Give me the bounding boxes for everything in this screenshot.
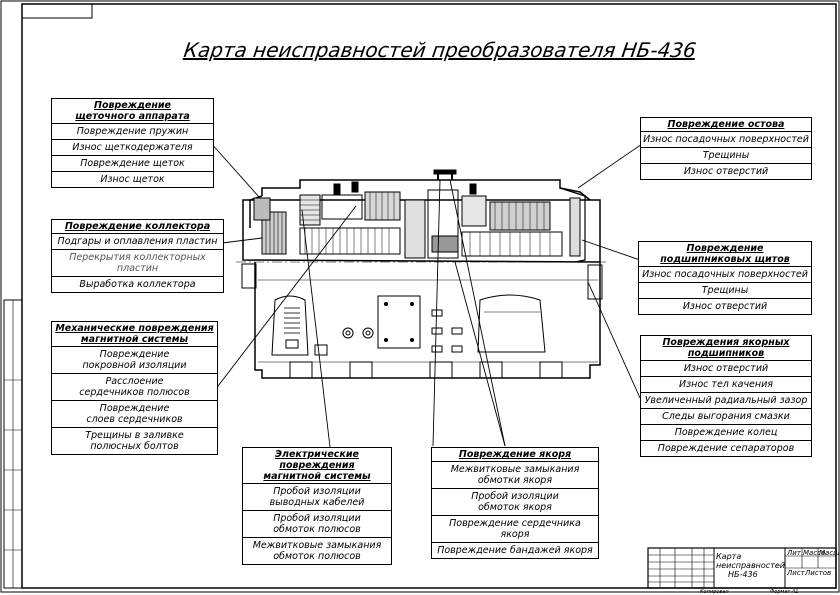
box-heading: Повреждение коллектора <box>52 220 223 234</box>
box-frame: Повреждение остова Износ посадочных пове… <box>640 117 812 180</box>
list-item: Износ отверстий <box>641 361 811 377</box>
box-heading: Повреждение щеточного аппарата <box>52 99 213 124</box>
converter-drawing <box>236 169 608 379</box>
list-item: Трещины <box>641 148 811 164</box>
list-item: Следы выгорания смазки <box>641 409 811 425</box>
box-armature: Повреждение якоря Межвитковые замыкания … <box>431 447 599 559</box>
list-item: Трещины <box>639 283 811 299</box>
list-item: Повреждение сепараторов <box>657 443 795 454</box>
list-item: Износ тел качения <box>641 377 811 393</box>
list-item: Износ посадочных поверхностей <box>639 267 811 283</box>
box-mechanical: Механические повреждения магнитной систе… <box>51 321 218 455</box>
list-item: Перекрытия коллекторных пластин <box>52 250 223 277</box>
list-item: Повреждение бандажей якоря <box>437 545 593 556</box>
stamp-title: Карта неисправностей НБ-436 <box>716 552 785 579</box>
list-item: Повреждение слоев сердечников <box>52 401 217 428</box>
title-block <box>647 547 837 589</box>
box-heading: Электрические повреждения магнитной сист… <box>243 448 391 484</box>
stamp-sheets: Листов <box>805 569 832 577</box>
list-item: Подгары и оплавления пластин <box>52 234 223 250</box>
box-electrical: Электрические повреждения магнитной сист… <box>242 447 392 565</box>
list-item: Износ посадочных поверхностей <box>641 132 811 148</box>
list-item: Выработка коллектора <box>79 279 196 290</box>
list-item: Увеличенный радиальный зазор <box>641 393 811 409</box>
box-heading: Повреждение подшипниковых щитов <box>639 242 811 267</box>
box-heading: Повреждение якоря <box>432 448 598 462</box>
list-item: Износ отверстий <box>682 301 768 312</box>
list-item: Повреждение сердечника якоря <box>432 516 598 543</box>
leader-lines <box>209 141 643 448</box>
list-item: Пробой изоляции выводных кабелей <box>243 484 391 511</box>
list-item: Износ отверстий <box>683 166 769 177</box>
list-item: Межвитковые замыкания обмоток полюсов <box>252 540 382 562</box>
page-title: Карта неисправностей преобразователя НБ-… <box>182 38 698 62</box>
box-collector: Повреждение коллектора Подгары и оплавле… <box>51 219 224 293</box>
list-item: Пробой изоляции обмоток якоря <box>432 489 598 516</box>
list-item: Расслоение сердечников полюсов <box>52 374 217 401</box>
list-item: Повреждение пружин <box>52 124 213 140</box>
stamp-scale: Масштаб <box>819 549 840 557</box>
box-brush-gear: Повреждение щеточного аппарата Поврежден… <box>51 98 214 188</box>
stamp-copied: Копировал <box>700 589 729 595</box>
box-heading: Повреждения якорных подшипников <box>641 336 811 361</box>
box-heading: Повреждение остова <box>641 118 811 132</box>
list-item: Износ щеткодержателя <box>52 140 213 156</box>
stamp-format: Формат А1 <box>770 589 799 595</box>
box-bearing-shields: Повреждение подшипниковых щитов Износ по… <box>638 241 812 315</box>
stamp-sheet: Лист <box>787 569 805 577</box>
box-armature-bearings: Повреждения якорных подшипников Износ от… <box>640 335 812 457</box>
box-heading: Механические повреждения магнитной систе… <box>52 322 217 347</box>
stamp-lit: Лит. <box>787 549 804 557</box>
list-item: Повреждение покровной изоляции <box>52 347 217 374</box>
list-item: Повреждение колец <box>641 425 811 441</box>
list-item: Повреждение щеток <box>52 156 213 172</box>
list-item: Пробой изоляции обмоток полюсов <box>243 511 391 538</box>
stamp-mass: Масса <box>803 549 826 557</box>
list-item: Износ щеток <box>100 174 165 185</box>
list-item: Межвитковые замыкания обмотки якоря <box>432 462 598 489</box>
list-item: Трещины в заливке полюсных болтов <box>85 430 184 452</box>
